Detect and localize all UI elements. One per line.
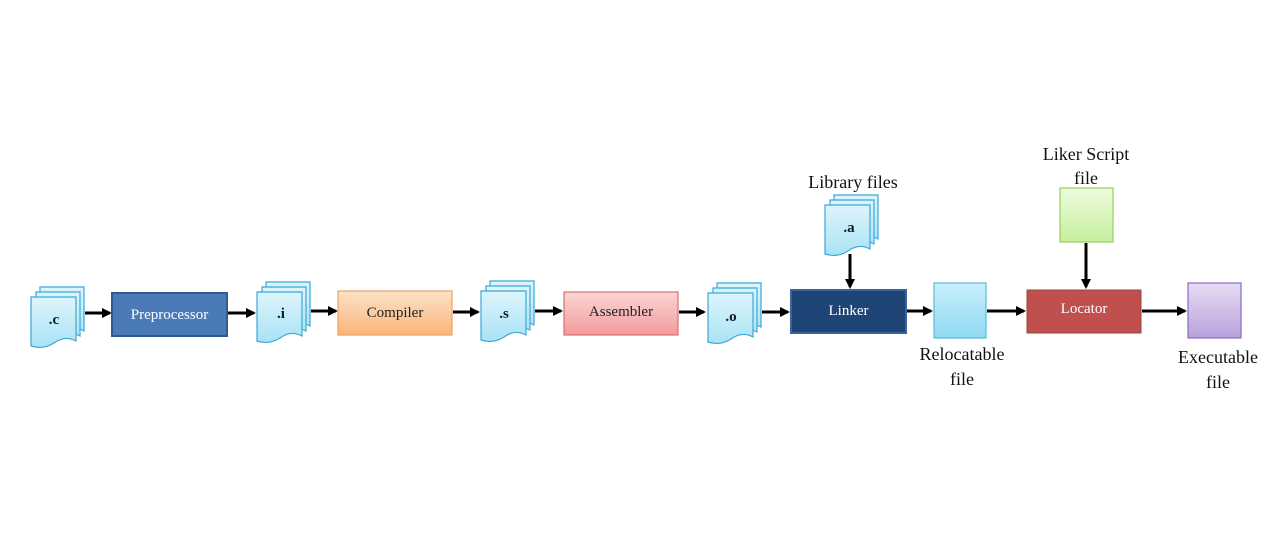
relocatable-label-line1: Relocatable <box>920 344 1005 364</box>
s-assembly-files-icon: .s <box>480 280 535 343</box>
compiler-box: Compiler <box>337 290 453 336</box>
executable-label-line1: Executable <box>1178 347 1258 367</box>
a-library-files-icon: .a <box>824 194 879 257</box>
i-preprocessed-files-icon: .i <box>256 281 311 344</box>
linker-label: Linker <box>829 303 869 319</box>
executable-label-line2: file <box>1206 372 1230 392</box>
preprocessor-box: Preprocessor <box>111 292 228 337</box>
o-object-files-icon: .o <box>707 282 762 345</box>
c-file-label: .c <box>49 312 60 328</box>
c-source-files-icon: .c <box>30 286 85 349</box>
executable-file-box <box>1187 282 1242 339</box>
linker-box: Linker <box>790 289 907 334</box>
s-file-label: .s <box>499 306 509 322</box>
assembler-label: Assembler <box>589 304 653 320</box>
locator-box: Locator <box>1026 289 1142 334</box>
liker-script-label-line1: Liker Script <box>1043 144 1129 164</box>
compiler-label: Compiler <box>367 305 424 321</box>
liker-script-file-box <box>1059 187 1114 243</box>
i-file-label: .i <box>277 306 285 322</box>
a-file-label: .a <box>843 220 855 236</box>
assembler-box: Assembler <box>563 291 679 336</box>
locator-label: Locator <box>1061 301 1108 317</box>
liker-script-label-line2: file <box>1074 168 1098 188</box>
relocatable-file-box <box>933 282 987 339</box>
library-files-label: Library files <box>808 172 897 192</box>
o-file-label: .o <box>725 309 736 325</box>
relocatable-label-line2: file <box>950 369 974 389</box>
preprocessor-label: Preprocessor <box>131 307 208 323</box>
